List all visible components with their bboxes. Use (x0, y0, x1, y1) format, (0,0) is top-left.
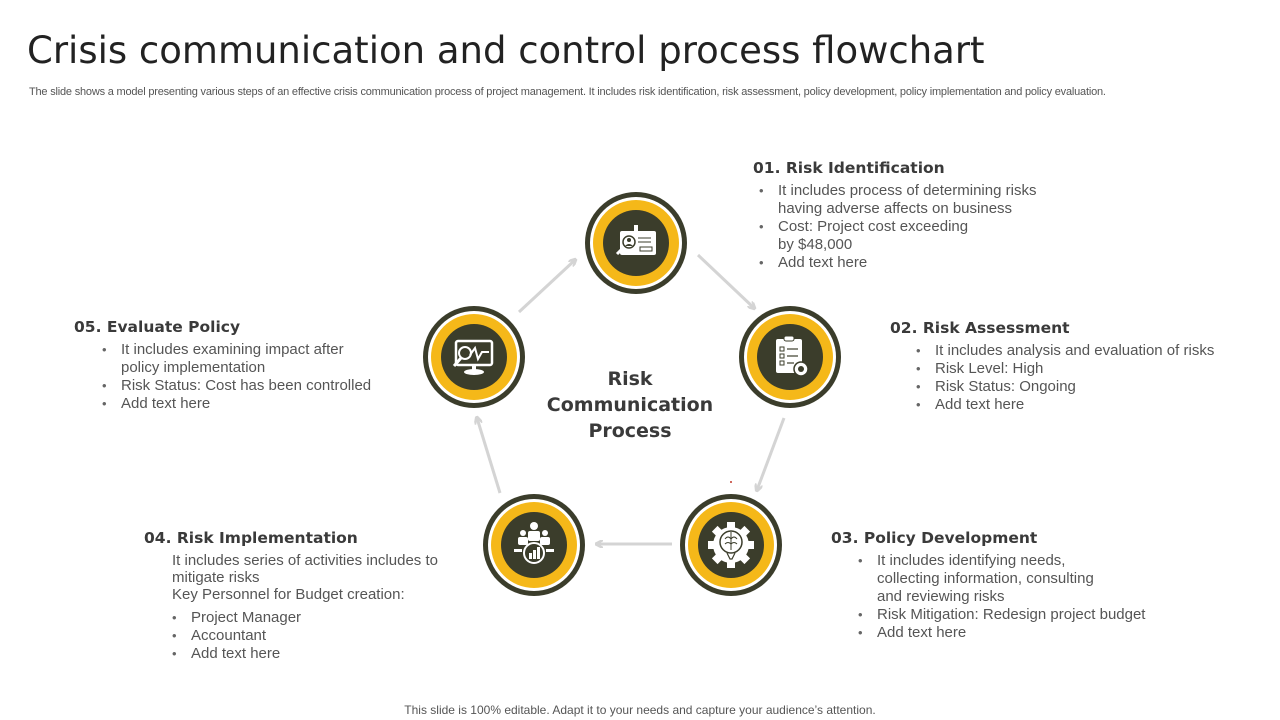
bullet-line: having adverse affects on business (778, 200, 1013, 217)
stray-dot (730, 481, 732, 483)
bullet-line: Risk Status: Cost has been controlled (121, 377, 372, 394)
bullet-line: Accountant (191, 627, 267, 644)
step-risk-identification: 01. Risk Identification It includes proc… (753, 158, 1036, 272)
paragraph-line: mitigate risks (172, 569, 260, 586)
step-heading: 03. Policy Development (831, 529, 1038, 547)
list-item: Accountant (144, 627, 438, 645)
step-risk-implementation: 04. Risk Implementation It includes seri… (144, 528, 438, 663)
bullet-line: policy implementation (121, 359, 266, 376)
center-label-line: Risk (607, 368, 653, 390)
bullet-line: Add text here (778, 254, 868, 271)
step-heading: 01. Risk Identification (753, 159, 945, 177)
monitor-analytics-icon (452, 339, 494, 375)
center-label-line: Process (588, 420, 672, 442)
slide-footer: This slide is 100% editable. Adapt it to… (404, 703, 876, 717)
arrow-1-to-2 (696, 253, 754, 308)
bullet-line: Add text here (121, 395, 211, 412)
slide-subtitle: The slide shows a model presenting vario… (29, 86, 1106, 98)
bullet-line: It includes process of determining risks (778, 182, 1037, 199)
bullet-line: Risk Status: Ongoing (935, 378, 1076, 395)
step-bullet-list: It includes examining impact afterpolicy… (96, 341, 371, 413)
bullet-line: Risk Mitigation: Redesign project budget (877, 606, 1146, 623)
bullet-line: It includes identifying needs, (877, 552, 1066, 569)
lightbulb-brain-gear-icon (708, 522, 754, 568)
paragraph-line: Key Personnel for Budget creation: (172, 586, 405, 603)
bullet-line: Cost: Project cost exceeding (778, 218, 969, 235)
list-item: It includes identifying needs,collecting… (852, 552, 1145, 606)
node-risk-assessment (739, 306, 841, 408)
step-heading: 05. Evaluate Policy (74, 318, 241, 336)
list-item: Risk Status: Cost has been controlled (96, 377, 371, 395)
clipboard-gear-icon (776, 335, 809, 377)
list-item: It includes examining impact afterpolicy… (96, 341, 371, 377)
step-heading: 02. Risk Assessment (890, 319, 1070, 337)
arrow-2-to-3 (757, 417, 786, 490)
bullet-line: Risk Level: High (935, 360, 1044, 377)
bullet-line: collecting information, consulting (877, 570, 1094, 587)
step-evaluate-policy: 05. Evaluate Policy It includes examinin… (74, 317, 371, 413)
paragraph-line: It includes series of activities include… (172, 552, 438, 569)
step-bullet-list: It includes process of determining risks… (753, 182, 1036, 272)
bullet-line: Add text here (191, 645, 281, 662)
list-item: Project Manager (144, 609, 438, 627)
bullet-line: It includes examining impact after (121, 341, 344, 358)
step-bullet-list: It includes identifying needs,collecting… (852, 552, 1145, 642)
arrow-5-to-1 (517, 260, 575, 314)
bullet-line: Add text here (935, 396, 1025, 413)
list-item: Add text here (852, 624, 1145, 642)
node-risk-identification (585, 192, 687, 294)
bullet-line: and reviewing risks (877, 588, 1005, 605)
list-item: It includes process of determining risks… (753, 182, 1036, 218)
center-label-line: Communication (546, 394, 714, 416)
step-risk-assessment: 02. Risk Assessment It includes analysis… (890, 318, 1214, 414)
node-risk-implementation (483, 494, 585, 596)
node-policy-development (680, 494, 782, 596)
list-item: It includes analysis and evaluation of r… (910, 342, 1214, 360)
bullet-line: Add text here (877, 624, 967, 641)
step-bullet-list: It includes analysis and evaluation of r… (910, 342, 1214, 414)
list-item: Risk Level: High (910, 360, 1214, 378)
list-item: Risk Mitigation: Redesign project budget (852, 606, 1145, 624)
list-item: Risk Status: Ongoing (910, 378, 1214, 396)
list-item: Add text here (753, 254, 1036, 272)
arrow-4-to-5 (477, 418, 502, 494)
center-label: Risk Communication Process (530, 366, 730, 444)
bullet-line: Project Manager (191, 609, 302, 626)
id-card-search-icon (615, 225, 656, 256)
step-policy-development: 03. Policy Development It includes ident… (831, 528, 1145, 642)
list-item: Add text here (96, 395, 371, 413)
list-item: Add text here (910, 396, 1214, 414)
team-chart-icon (514, 522, 554, 564)
list-item: Add text here (144, 645, 438, 663)
bullet-line: by $48,000 (778, 236, 853, 253)
bullet-line: It includes analysis and evaluation of r… (935, 342, 1215, 359)
step-heading: 04. Risk Implementation (144, 529, 358, 547)
slide-title: Crisis communication and control process… (27, 29, 985, 72)
node-evaluate-policy (423, 306, 525, 408)
step-paragraph: It includes series of activities include… (144, 552, 438, 603)
step-bullet-list: Project Manager Accountant Add text here (144, 609, 438, 663)
